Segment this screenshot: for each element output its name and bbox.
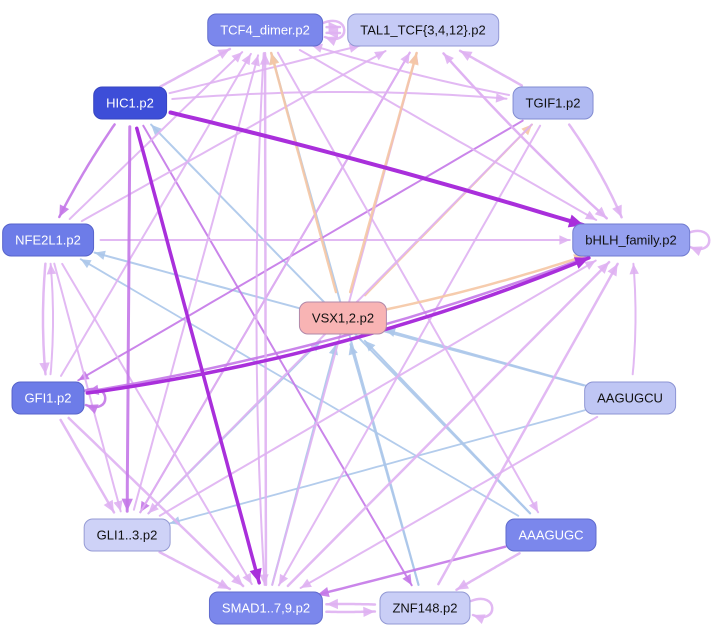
node-tgif1[interactable]: TGIF1.p2 (512, 86, 594, 120)
node-label: TAL1_TCF{3,4,12}.p2 (360, 22, 486, 38)
node-vsx1-2[interactable]: VSX1,2.p2 (298, 301, 388, 335)
node-label: bHLH_family.p2 (585, 232, 677, 248)
node-nfe2l1[interactable]: NFE2L1.p2 (2, 223, 94, 257)
node-gfi1[interactable]: GFI1.p2 (11, 381, 85, 415)
node-label: AAAGUGC (518, 527, 584, 543)
node-label: HIC1.p2 (106, 95, 154, 111)
node-hic1[interactable]: HIC1.p2 (93, 86, 167, 120)
node-aagugcu[interactable]: AAGUGCU (584, 381, 676, 415)
node-label: ZNF148.p2 (392, 600, 458, 616)
node-smad[interactable]: SMAD1..7,9.p2 (208, 591, 324, 625)
node-gli1-3[interactable]: GLI1..3.p2 (83, 518, 171, 552)
node-label: SMAD1..7,9.p2 (221, 600, 311, 616)
node-znf148[interactable]: ZNF148.p2 (379, 591, 471, 625)
node-label: NFE2L1.p2 (15, 232, 81, 248)
node-aaagugc[interactable]: AAAGUGC (505, 518, 597, 552)
node-label: TGIF1.p2 (525, 95, 581, 111)
node-label: TCF4_dimer.p2 (220, 22, 310, 38)
node-label: AAGUGCU (597, 390, 663, 406)
node-tal1-tcf[interactable]: TAL1_TCF{3,4,12}.p2 (347, 13, 499, 47)
node-label: GFI1.p2 (24, 390, 72, 406)
node-label: GLI1..3.p2 (96, 527, 158, 543)
node-bhlh-family[interactable]: bHLH_family.p2 (572, 223, 690, 257)
node-tcf4-dimer[interactable]: TCF4_dimer.p2 (207, 13, 323, 47)
node-label: VSX1,2.p2 (311, 310, 375, 326)
